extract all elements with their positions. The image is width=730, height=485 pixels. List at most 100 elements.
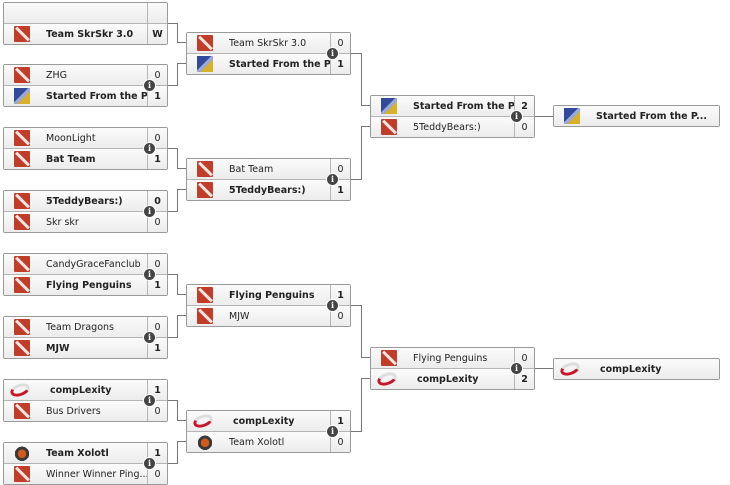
team-name: Team Dragons [46,321,114,333]
team-row[interactable]: 5TeddyBears:)1 [187,180,350,200]
complexity-logo-icon [558,359,582,379]
match-info-icon[interactable]: i [326,299,339,312]
match-info-icon[interactable]: i [326,425,339,438]
champion-box[interactable]: Started From the P... [553,105,720,127]
team-name: Started From the P... [413,100,514,112]
match-info-icon[interactable]: i [143,268,156,281]
connector-line [351,179,361,180]
champion-box[interactable]: compLexity [553,358,720,380]
team-score: 0 [147,317,167,337]
team-name: 5TeddyBears:) [413,121,481,133]
team-name: Started From the P... [596,110,707,122]
team-score: 0 [147,212,167,232]
team-row[interactable]: Started From the P...2 [371,96,534,117]
match-info-icon[interactable]: i [510,362,523,375]
team-row[interactable]: Flying Penguins 1 [187,285,350,306]
team-score: 2 [514,96,534,116]
team-row[interactable] [4,3,167,24]
team-score: 0 [147,254,167,274]
team-name: Flying Penguins [46,279,132,291]
team-name: Team Xolotl [46,447,109,459]
match-info-icon[interactable]: i [143,205,156,218]
connector-line [168,463,177,464]
match-info-icon[interactable]: i [143,79,156,92]
team-score: 0 [330,33,350,53]
team-name: Flying Penguins [229,289,315,301]
connector-line [177,148,178,169]
team-score: 1 [147,86,167,106]
team-score: 1 [330,411,350,431]
dota-icon [14,466,30,482]
connector-line [361,378,362,432]
match-info-icon[interactable]: i [326,47,339,60]
team-name: Bat Team [229,163,274,175]
team-score: 1 [330,285,350,305]
empty-icon [14,5,30,21]
connector-line [168,337,177,338]
team-row[interactable]: Started From the P...1 [4,86,167,106]
connector-line [177,274,178,295]
match-info-icon[interactable]: i [143,394,156,407]
match-info-icon[interactable]: i [143,331,156,344]
dota-icon [14,214,30,230]
team-name: Team SkrSkr 3.0 [46,28,134,40]
team-name: Team Xolotl [229,436,285,448]
connector-line [168,211,177,212]
connector-line [168,85,177,86]
team-row[interactable]: 5TeddyBears:)0 [4,191,167,212]
team-row[interactable]: Winner Winner Ping...0 [4,464,167,484]
connector-line [177,420,186,421]
team-row[interactable]: 5TeddyBears:) 0 [371,117,534,137]
team-row[interactable]: Started From the P... [554,106,719,126]
match-info-icon[interactable]: i [510,110,523,123]
team-score [147,3,167,23]
complexity-logo-icon [8,380,32,400]
connector-line [177,294,186,295]
team-row[interactable]: Team Dragons 0 [4,317,167,338]
match-box[interactable]: Started From the P...2 5TeddyBears:) 0 [370,95,535,138]
team-name: Bat Team [46,153,96,165]
team-row[interactable]: Started From the P...1 [187,54,350,74]
match-info-icon[interactable]: i [326,173,339,186]
match-info-icon[interactable]: i [143,142,156,155]
connector-line [361,305,362,358]
team-row[interactable]: compLexity [554,359,719,379]
dota-icon [14,277,30,293]
connector-line [361,105,370,106]
connector-line [177,63,178,86]
connector-line [168,400,177,401]
team-score: 0 [514,117,534,137]
match-info-icon[interactable]: i [143,457,156,470]
